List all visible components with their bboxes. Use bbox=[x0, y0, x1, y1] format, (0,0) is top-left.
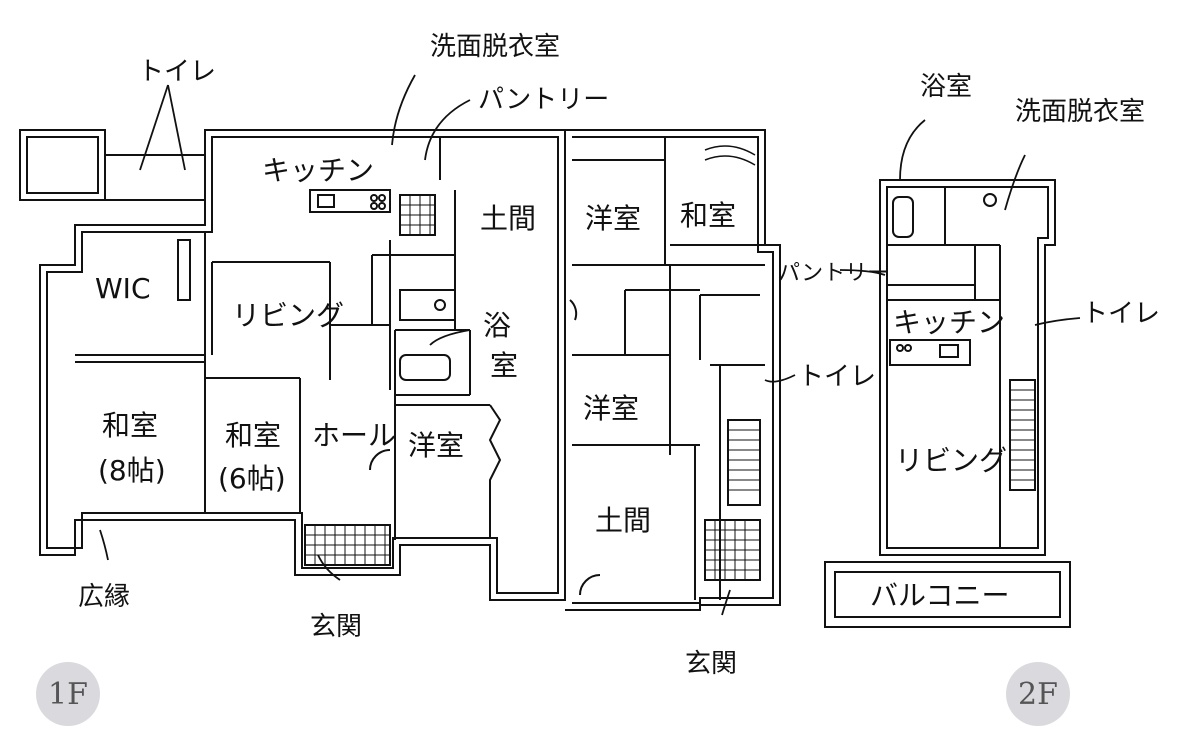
room-kitchen-2f: キッチン bbox=[893, 306, 1005, 339]
room-kitchen-1f: キッチン bbox=[262, 154, 374, 187]
callout-genkan-left: 玄関 bbox=[310, 612, 362, 642]
callout-pantry-1f: パントリー bbox=[478, 85, 609, 115]
floor-1-right-walls bbox=[572, 137, 765, 600]
floor-1-walls bbox=[19, 129, 781, 611]
room-living-2f: リビング bbox=[895, 444, 1007, 477]
callout-toilet-top: トイレ bbox=[138, 57, 216, 87]
room-youshitsu-mid: 洋室 bbox=[583, 392, 639, 425]
callout-genkan-right: 玄関 bbox=[685, 649, 737, 679]
floor-1-room-labels: キッチン 土間 WIC リビング 和室 (8帖) 和室 (6帖) ホール 洋室 … bbox=[95, 154, 736, 537]
room-youshitsu-center: 洋室 bbox=[408, 429, 464, 462]
floor-2-labels: キッチン リビング バルコニー 浴室 洗面脱衣室 パントリー トイレ bbox=[778, 72, 1160, 612]
room-youshitsu-top: 洋室 bbox=[585, 202, 641, 235]
room-wic: WIC bbox=[95, 272, 151, 305]
callout-senmen-2f: 洗面脱衣室 bbox=[1015, 97, 1145, 127]
room-living-1f: リビング bbox=[232, 299, 344, 332]
floor-badge-1f: 1F bbox=[36, 662, 100, 726]
callout-toilet-2f: トイレ bbox=[1082, 299, 1160, 329]
room-hall: ホール bbox=[312, 419, 396, 452]
room-washitsu-8-line1: 和室 bbox=[102, 409, 158, 442]
callout-senmen-1f: 洗面脱衣室 bbox=[430, 32, 560, 62]
floor-badge-2f: 2F bbox=[1006, 662, 1070, 726]
callout-pantry-2f: パントリー bbox=[778, 261, 889, 286]
room-washitsu-top: 和室 bbox=[680, 199, 736, 232]
room-washitsu-6-line2: (6帖) bbox=[218, 462, 286, 495]
room-washitsu-8-line2: (8帖) bbox=[98, 454, 166, 487]
callout-engawa: 広縁 bbox=[78, 582, 130, 612]
floor-1-callouts: トイレ 洗面脱衣室 パントリー 広縁 玄関 トイレ 玄関 bbox=[78, 32, 876, 679]
room-washitsu-6-line1: 和室 bbox=[225, 419, 281, 452]
leader-lines bbox=[99, 74, 1081, 616]
room-doma-bottom: 土間 bbox=[595, 504, 651, 537]
floor-2-walls bbox=[824, 179, 1071, 628]
room-doma-top: 土間 bbox=[480, 202, 536, 235]
room-yokushitsu-a: 浴 bbox=[483, 309, 511, 342]
room-yokushitsu-b: 室 bbox=[490, 349, 518, 382]
callout-yokushitsu-2f: 浴室 bbox=[920, 72, 972, 102]
room-balcony: バルコニー bbox=[870, 579, 1009, 612]
callout-toilet-right: トイレ bbox=[798, 362, 876, 392]
